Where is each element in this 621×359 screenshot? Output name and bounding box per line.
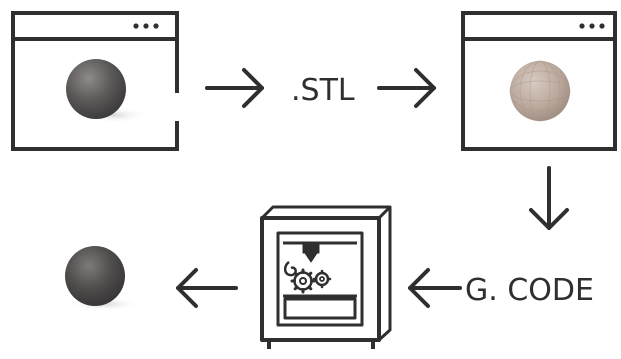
arrow-down-icon — [531, 168, 567, 228]
3d-printer-icon — [262, 207, 390, 349]
browser-window-with-sphere-icon — [13, 13, 181, 149]
arrow-left-icon — [178, 270, 236, 306]
browser-window-with-mesh-sphere-icon — [463, 13, 615, 149]
printed-sphere-icon — [65, 246, 140, 311]
arrow-right-icon — [207, 70, 262, 106]
arrow-left-icon — [410, 270, 460, 306]
arrow-right-icon — [379, 70, 434, 106]
gcode-label: G. CODE — [465, 273, 594, 308]
mesh-sphere-icon — [510, 61, 570, 121]
sphere-model-icon — [66, 59, 126, 119]
stl-label: .STL — [291, 73, 355, 108]
